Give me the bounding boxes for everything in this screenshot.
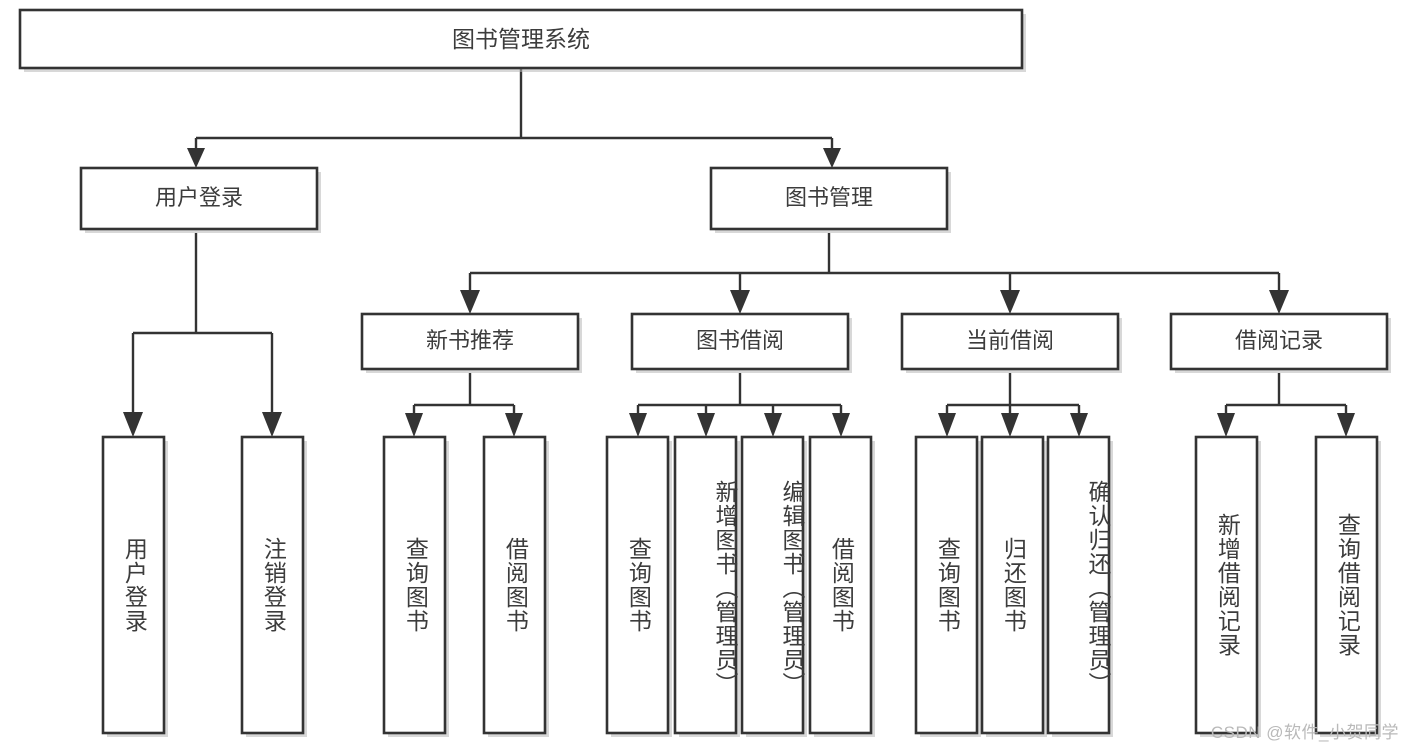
arrow-head-icon <box>1337 413 1355 437</box>
arrow-head-icon <box>730 290 750 314</box>
node-new-book-recommend-label: 新书推荐 <box>426 328 514 353</box>
arrow-head-icon <box>1000 290 1020 314</box>
node-book-borrow[interactable]: 图书借阅 <box>630 312 852 373</box>
node-root[interactable]: 图书管理系统 <box>18 8 1026 72</box>
edge-group-currentborrow-to-leaves <box>938 373 1088 437</box>
leaf-node[interactable] <box>980 435 1047 737</box>
edge-group-level1-bookmgmt-to-level2 <box>460 233 1289 314</box>
arrow-head-icon <box>1269 290 1289 314</box>
node-new-book-recommend[interactable]: 新书推荐 <box>360 312 582 373</box>
edge-group-root-to-level1 <box>187 68 841 168</box>
arrow-head-icon <box>405 413 423 437</box>
node-user-login[interactable]: 用户登录 <box>79 166 321 233</box>
node-book-borrow-label: 图书借阅 <box>696 328 784 353</box>
leaf-node[interactable] <box>240 435 307 737</box>
leaf-node[interactable] <box>1194 435 1261 737</box>
node-borrow-record-label: 借阅记录 <box>1235 328 1323 353</box>
arrow-head-icon <box>823 148 841 168</box>
edge-group-borrowrecord-to-leaves <box>1217 373 1355 437</box>
arrow-head-icon <box>938 413 956 437</box>
arrow-head-icon <box>262 412 282 437</box>
edge-group-bookborrow-to-leaves <box>629 373 850 437</box>
arrow-head-icon <box>697 413 715 437</box>
arrow-head-icon <box>460 290 480 314</box>
node-root-label: 图书管理系统 <box>452 26 590 52</box>
leaf-node[interactable] <box>740 435 807 737</box>
node-current-borrow[interactable]: 当前借阅 <box>900 312 1122 373</box>
leaf-node[interactable] <box>382 435 449 737</box>
arrow-head-icon <box>1217 413 1235 437</box>
node-user-login-label: 用户登录 <box>155 185 243 210</box>
leaf-boxes <box>101 435 1381 737</box>
arrow-head-icon <box>505 413 523 437</box>
leaf-node[interactable] <box>914 435 981 737</box>
node-current-borrow-label: 当前借阅 <box>966 328 1054 353</box>
leaf-node[interactable] <box>101 435 168 737</box>
arrow-head-icon <box>629 413 647 437</box>
arrow-head-icon <box>187 148 205 168</box>
edge-group-newbook-to-leaves <box>405 373 523 437</box>
leaf-node[interactable] <box>808 435 875 737</box>
leaf-node[interactable] <box>1046 435 1113 737</box>
watermark: CSDN @软件_小贺同学 <box>1210 723 1399 742</box>
arrow-head-icon <box>764 413 782 437</box>
node-borrow-record[interactable]: 借阅记录 <box>1169 312 1391 373</box>
arrow-head-icon <box>1001 413 1019 437</box>
edge-group-level1-booklogin-to-leaves <box>123 233 282 437</box>
leaf-node[interactable] <box>482 435 549 737</box>
node-book-management[interactable]: 图书管理 <box>709 166 951 233</box>
leaf-node[interactable] <box>673 435 740 737</box>
arrow-head-icon <box>1070 413 1088 437</box>
node-book-management-label: 图书管理 <box>785 185 873 210</box>
arrow-head-icon <box>123 412 143 437</box>
leaf-node[interactable] <box>605 435 672 737</box>
arrow-head-icon <box>832 413 850 437</box>
leaf-node[interactable] <box>1314 435 1381 737</box>
